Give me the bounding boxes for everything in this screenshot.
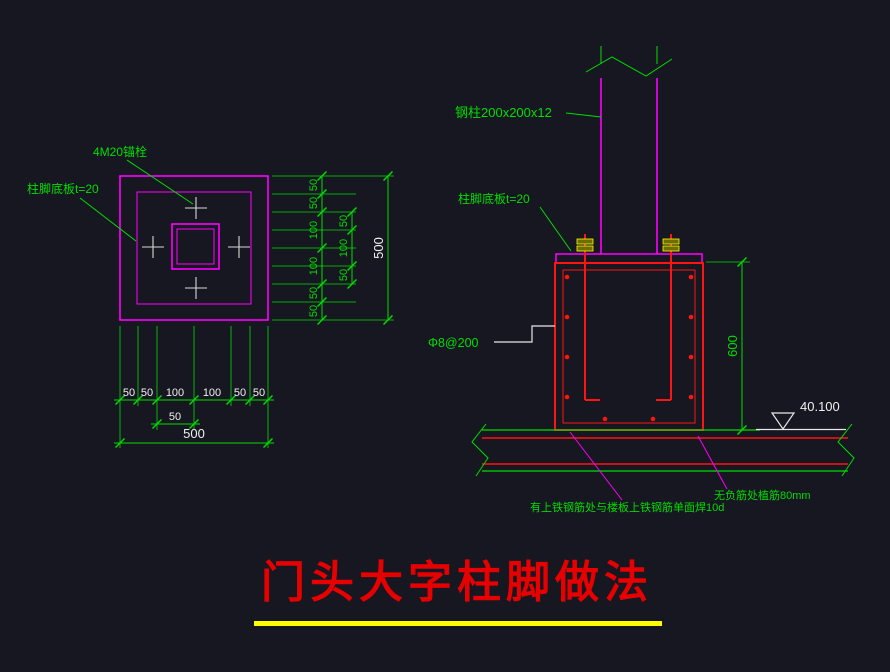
dim-label: 50: [338, 215, 350, 227]
section-labels: 钢柱200x200x12 柱脚底板t=20 Φ8@200: [428, 105, 602, 350]
dim-label: 50: [253, 387, 265, 399]
plate-leader-line: [539, 206, 572, 252]
dim-label: 100: [203, 387, 221, 399]
plan-base-plates: [119, 175, 269, 321]
section-anchor-bolts: [576, 233, 680, 401]
plan-plate-label: 柱脚底板t=20: [27, 181, 99, 196]
dim-label: 50: [169, 411, 181, 423]
dim-label: 50: [308, 287, 320, 299]
steel-column-label: 钢柱200x200x12: [455, 105, 552, 120]
note-plant-leader: [697, 435, 728, 490]
plan-column-inner: [176, 228, 215, 265]
dim-label: 100: [308, 221, 320, 239]
elevation-triangle-icon: [770, 412, 796, 431]
stirrup-outline: [562, 269, 696, 424]
plan-column-outline: [171, 223, 220, 270]
dim-label: 50: [308, 179, 320, 191]
note-weld-leader: [569, 431, 623, 501]
anchor-bolt-left: [576, 233, 601, 401]
anchor-leader-line: [126, 159, 194, 205]
steel-column: [585, 46, 673, 254]
anchor-bolt-mark-bottom: [184, 276, 208, 300]
dim-label: 50: [308, 305, 320, 317]
dim-label: 100: [338, 239, 350, 257]
section-notes: 有上铁钢筋处与楼板上铁钢筋单面焊10d 无负筋处植筋80mm: [530, 431, 811, 514]
pedestal-outline: [554, 262, 704, 431]
plate-leader-line: [79, 197, 137, 242]
note-weld-label: 有上铁钢筋处与楼板上铁钢筋单面焊10d: [530, 500, 724, 514]
drawing-title: 门头大字柱脚做法: [254, 558, 662, 626]
rebar-dots: [564, 274, 694, 422]
column-break-symbol: [585, 56, 673, 77]
drawing-title-text: 门头大字柱脚做法: [261, 558, 653, 607]
base-plate: [555, 253, 703, 264]
stirrup-leader-line: [494, 325, 555, 343]
plan-leaders: 4M20锚栓 柱脚底板t=20: [27, 144, 194, 242]
section-view: 钢柱200x200x12 柱脚底板t=20 Φ8@200 600 40.100: [428, 46, 855, 514]
dim-label-600: 600: [725, 335, 740, 357]
stirrup-label: Φ8@200: [428, 336, 479, 350]
anchor-bolt-label: 4M20锚栓: [93, 144, 147, 159]
dim-label: 50: [338, 269, 350, 281]
plan-view: 4M20锚栓 柱脚底板t=20 50 50 10: [27, 144, 394, 449]
slab-break-left: [471, 423, 489, 477]
note-plant-label: 无负筋处植筋80mm: [714, 488, 811, 502]
plan-dims-right: 50 50 100 100 50 50 50 100 50 500: [272, 170, 394, 326]
plan-dims-bottom: 50 50 100 100 50 50 50 500: [114, 326, 274, 449]
plan-anchor-bolt-marks: [141, 196, 251, 300]
plan-outer-plate: [119, 175, 269, 321]
pedestal: [554, 262, 704, 431]
title-underline: [254, 621, 662, 626]
plan-inner-plate: [136, 191, 252, 305]
anchor-bolt-right: [655, 233, 680, 401]
anchor-bolt-mark-left: [141, 235, 165, 259]
dim-label: 50: [123, 387, 135, 399]
dim-label: 100: [166, 387, 184, 399]
anchor-bolt-mark-right: [227, 235, 251, 259]
dim-label: 100: [308, 257, 320, 275]
section-plate-label: 柱脚底板t=20: [458, 191, 530, 206]
dim-total-label: 500: [371, 237, 386, 259]
floor-slab: [471, 423, 855, 477]
dim-600: 600: [706, 256, 750, 436]
column-leader-line: [565, 112, 602, 118]
base-plate-section: [555, 253, 703, 264]
elevation-mark: 40.100: [756, 399, 846, 431]
dim-total-label: 500: [183, 426, 205, 441]
dim-label: 50: [234, 387, 246, 399]
dim-label: 50: [141, 387, 153, 399]
elevation-value: 40.100: [800, 399, 840, 414]
dim-label: 50: [308, 197, 320, 209]
slab-break-right: [837, 423, 855, 477]
